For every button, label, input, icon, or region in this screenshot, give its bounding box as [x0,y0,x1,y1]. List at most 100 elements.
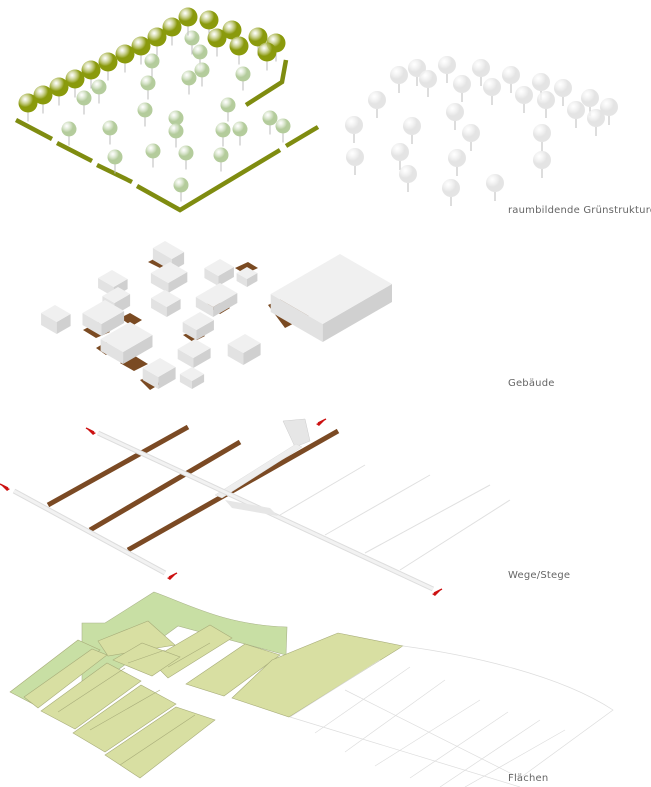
field-division-white [464,729,566,787]
ground-shadow [120,313,142,326]
tree-dark [207,28,227,48]
tree-dark [18,93,38,113]
label-wege-stege: Wege/Stege [508,570,571,581]
layer-wege-stege [0,418,511,596]
entrance-arrow-icon [1,485,10,491]
field-olive [72,684,177,753]
tree-white [346,148,364,166]
label-gruenstrukturen: raumbildende Grünstrukturen [508,205,651,216]
hedge [284,125,320,148]
tree-light [168,123,184,139]
tree-white [390,66,408,84]
field-olive [185,643,281,697]
field-division [127,649,166,664]
entrance-arrow-icon [167,574,176,580]
building-face-right [166,299,181,317]
tree-white [446,103,464,121]
building-roof [142,358,176,377]
building-face-left [82,313,102,336]
tree-white [587,109,605,127]
tree-light [144,53,160,69]
tree-white [483,78,501,96]
layer-gruenstrukturen [14,7,618,213]
layer-flaechen [9,591,614,787]
field-division [167,642,211,668]
field-green [81,591,288,684]
building-face-left [179,374,192,389]
building-face-left [151,298,167,317]
building-face-right [196,320,214,340]
tree-dark [49,77,69,97]
field-division-white [409,711,509,779]
tree-dark [115,44,135,64]
tree-white [399,165,417,183]
tree-light [168,110,184,126]
field-division-white [314,666,411,734]
building-face-right [192,374,205,389]
tree-dark [199,10,219,30]
field-white [344,645,614,779]
path-white [324,474,431,536]
tree-white [408,59,426,77]
tree-dark [147,27,167,47]
field-olive [104,706,216,779]
tree-light [194,62,210,78]
entrance-arrow-icon [168,572,178,578]
building-roof [98,270,128,287]
building-face-left [142,368,159,389]
tree-white [419,70,437,88]
path-white [279,464,366,516]
tree-light [178,145,194,161]
building-roof [41,305,71,322]
tree-white [368,91,386,109]
tree-dark [162,17,182,37]
field-olive [97,620,176,657]
tree-white [554,79,572,97]
tree-light [76,90,92,106]
building-roof [82,300,125,324]
tree-dark [222,20,242,40]
field-olive [40,662,142,730]
tree-white [533,124,551,142]
field-olive [112,642,181,677]
field-division-white [289,659,381,718]
entrance-arrow-icon [316,420,325,426]
tree-dark [98,52,118,72]
building-roof [151,290,181,307]
building-face-right [247,273,258,287]
tree-light [181,70,197,86]
tree-white [567,101,585,119]
tree-dark [131,36,151,56]
tree-white [532,73,550,91]
entrance-arrow-icon [87,429,96,435]
hedge [55,140,94,164]
building-roof [236,267,258,279]
building-roof [204,259,234,276]
ramp [214,443,303,499]
field-division [57,667,126,713]
tree-white [515,86,533,104]
field-division-white [344,679,446,753]
tree-light [220,97,236,113]
field-division [89,689,161,731]
building-face-right [322,284,392,342]
building-face-right [218,267,234,286]
building-roof [179,367,205,381]
building-roof [270,254,392,324]
tree-dark [65,69,85,89]
tree-white [537,91,555,109]
building-roof [182,312,214,330]
tree-light [235,66,251,82]
entrance-arrow-icon [433,588,443,594]
building-face-left [100,339,124,364]
entrance-arrow-icon [0,483,9,489]
tree-light [137,102,153,118]
tree-dark [81,60,101,80]
tree-light [102,120,118,136]
building-face-right [193,348,211,368]
building-roof [227,334,261,353]
field-division-white [374,699,481,767]
building-roof [100,322,153,352]
tree-light [215,122,231,138]
